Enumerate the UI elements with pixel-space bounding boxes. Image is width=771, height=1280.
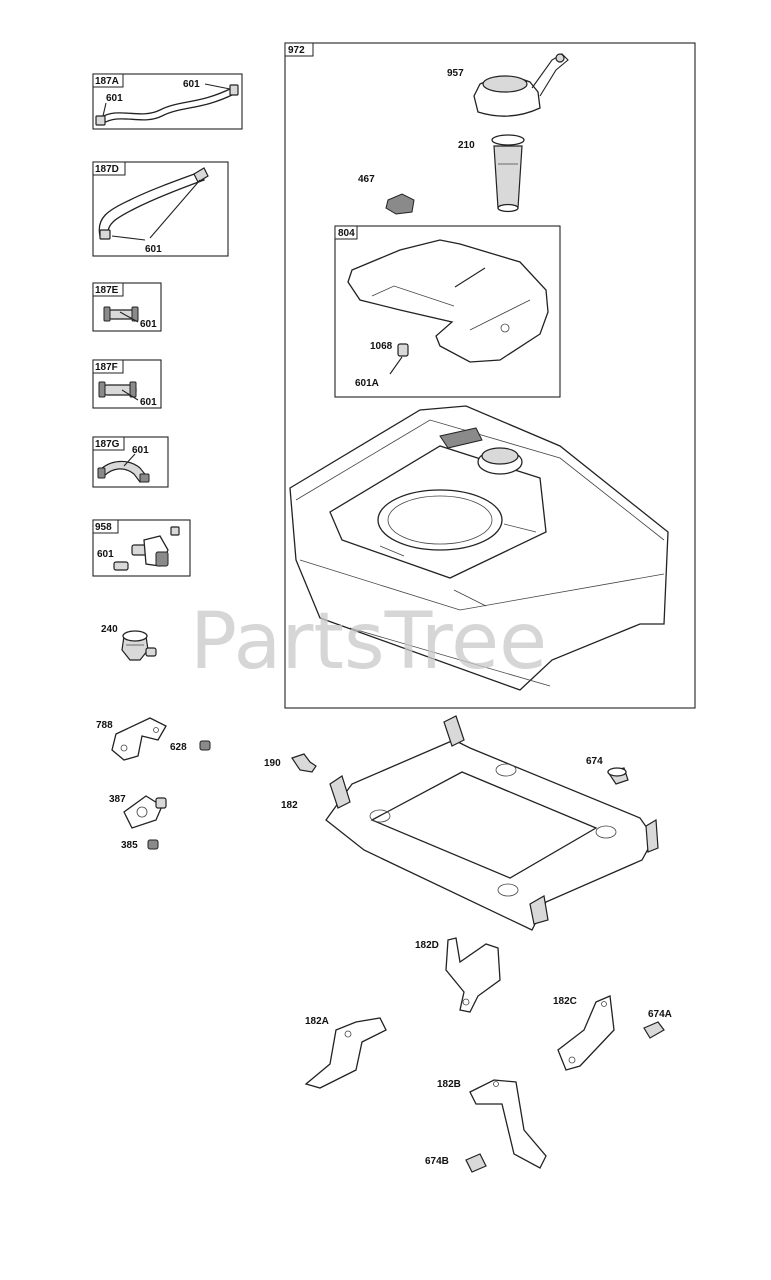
kit-187G-label: 187G	[95, 439, 120, 450]
knob-part	[385, 193, 415, 215]
kit-187G[interactable]: 187G 601	[92, 436, 169, 488]
part-182-label: 182	[281, 800, 298, 811]
assembly-804-label: 804	[338, 228, 355, 239]
part-182A[interactable]: 182A	[304, 1016, 387, 1089]
part-182A-label: 182A	[305, 1016, 329, 1027]
bracket-part	[304, 1017, 387, 1089]
part-182D-label: 182D	[415, 940, 439, 951]
fuel-shutoff-part	[123, 795, 163, 829]
part-385-label: 385	[121, 840, 138, 851]
watermark-text: PartsTree	[190, 597, 547, 687]
part-182C[interactable]: 182C	[553, 995, 615, 1071]
part-210[interactable]: 210	[458, 134, 525, 213]
kit-187D[interactable]: 187D 601	[92, 161, 229, 257]
part-601-label: 601	[145, 244, 162, 255]
assembly-972[interactable]: 972 957 210 467 804	[190, 42, 696, 709]
part-674A[interactable]: 674A	[643, 1009, 672, 1039]
part-601A-label: 601A	[355, 378, 379, 389]
bracket-part	[557, 995, 615, 1071]
part-628-label: 628	[170, 742, 187, 753]
bolt-part	[291, 753, 317, 773]
assembly-804[interactable]: 804	[334, 225, 561, 398]
part-182B[interactable]: 182B	[437, 1079, 547, 1169]
part-601-label: 601	[132, 445, 149, 456]
bracket-part	[111, 717, 167, 761]
kit-187E-label: 187E	[95, 285, 119, 296]
bolt-part	[643, 1021, 665, 1039]
part-601-label: 601	[140, 319, 157, 330]
part-240-label: 240	[101, 624, 118, 635]
tank-cover-part	[347, 239, 549, 363]
fuel-hose-part	[98, 171, 205, 237]
part-387-label: 387	[109, 794, 126, 805]
bracket-part	[469, 1079, 547, 1169]
part-601-label: 601	[183, 79, 200, 90]
kit-187F[interactable]: 187F 601	[92, 359, 162, 409]
part-788[interactable]: 788	[96, 717, 167, 761]
part-182D[interactable]: 182D	[415, 937, 501, 1013]
part-190-label: 190	[264, 758, 281, 769]
part-674A-label: 674A	[648, 1009, 672, 1020]
fuel-strainer-part	[493, 145, 523, 209]
hose-end-part	[95, 115, 106, 126]
part-467-label: 467	[358, 174, 375, 185]
part-385[interactable]: 385	[121, 839, 159, 851]
part-1068-label: 1068	[370, 341, 393, 352]
part-601-label: 601	[97, 549, 114, 560]
part-788-label: 788	[96, 720, 113, 731]
hose-clamp-part	[193, 167, 209, 183]
kit-187A[interactable]: 187A 601 601	[92, 73, 243, 130]
screw-part	[147, 839, 159, 850]
hose-end-part	[229, 84, 239, 96]
bracket-part	[445, 937, 501, 1013]
part-182C-label: 182C	[553, 996, 577, 1007]
part-467[interactable]: 467	[358, 174, 415, 215]
part-674-label: 674	[586, 756, 603, 767]
part-190[interactable]: 190	[264, 753, 317, 773]
part-674B[interactable]: 674B	[425, 1153, 487, 1173]
kit-187E[interactable]: 187E 601	[92, 282, 162, 332]
part-628[interactable]: 628	[170, 740, 211, 753]
part-1068[interactable]: 1068 601A	[355, 341, 409, 389]
part-674B-label: 674B	[425, 1156, 449, 1167]
screw-part	[199, 740, 211, 751]
kit-187D-label: 187D	[95, 164, 119, 175]
part-601-label: 601	[106, 93, 123, 104]
hose-clamp-part	[99, 229, 111, 240]
vent-part	[397, 343, 409, 357]
part-210-label: 210	[458, 140, 475, 151]
part-957[interactable]: 957	[447, 53, 569, 117]
assembly-972-label: 972	[288, 45, 305, 56]
kit-958-label: 958	[95, 522, 112, 533]
part-957-label: 957	[447, 68, 464, 79]
kit-187A-label: 187A	[95, 76, 119, 87]
part-182[interactable]: 182	[281, 715, 659, 931]
part-182B-label: 182B	[437, 1079, 461, 1090]
kit-187F-label: 187F	[95, 362, 118, 373]
bolt-part	[465, 1153, 487, 1173]
part-240[interactable]: 240	[101, 624, 157, 661]
kit-958[interactable]: 958 601	[92, 519, 191, 577]
part-674[interactable]: 674	[586, 756, 629, 785]
fuel-tank[interactable]	[289, 405, 669, 691]
part-601-label: 601	[140, 397, 157, 408]
frame-inner-opening	[370, 771, 598, 879]
part-387[interactable]: 387	[109, 794, 167, 829]
